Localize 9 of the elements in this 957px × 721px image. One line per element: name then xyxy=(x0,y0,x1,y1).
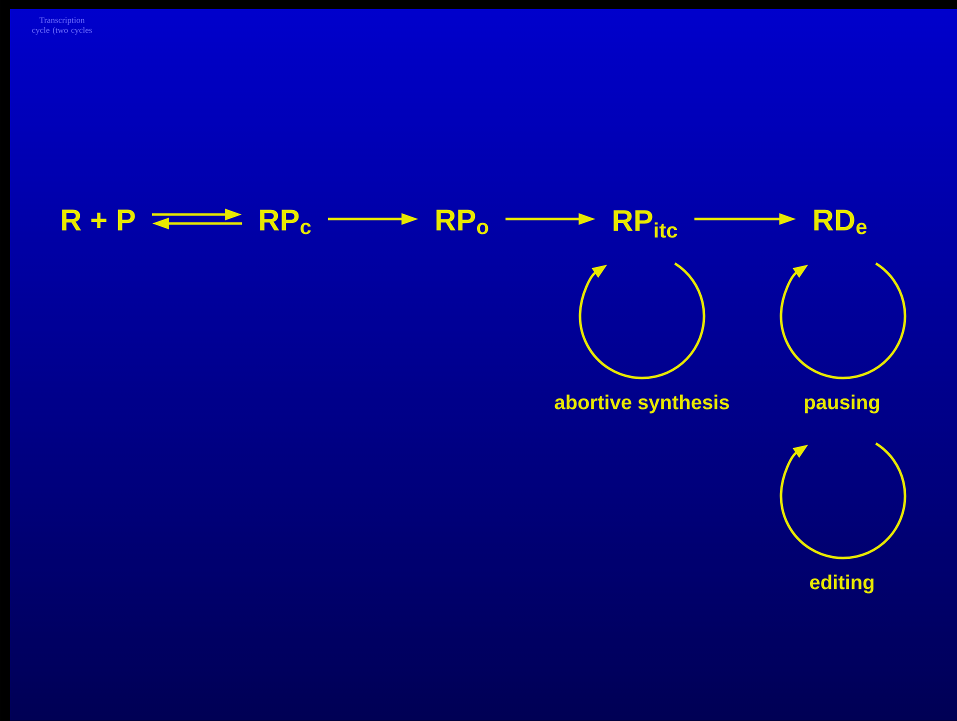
cycle-label: pausing xyxy=(805,394,880,414)
state-label: RP$_{o}$ xyxy=(436,210,488,234)
cycle-label: editing xyxy=(810,574,874,594)
slide-title: Transcription cycle (two cycles xyxy=(32,17,92,35)
cycle-label: abortive synthesis xyxy=(554,394,729,414)
state-label: RD$_{e}$ xyxy=(814,210,867,234)
state-label: RP$_{itc}$ xyxy=(614,210,678,238)
state-label: RP$_{c}$ xyxy=(260,210,311,234)
state-label: R + P xyxy=(62,210,135,230)
